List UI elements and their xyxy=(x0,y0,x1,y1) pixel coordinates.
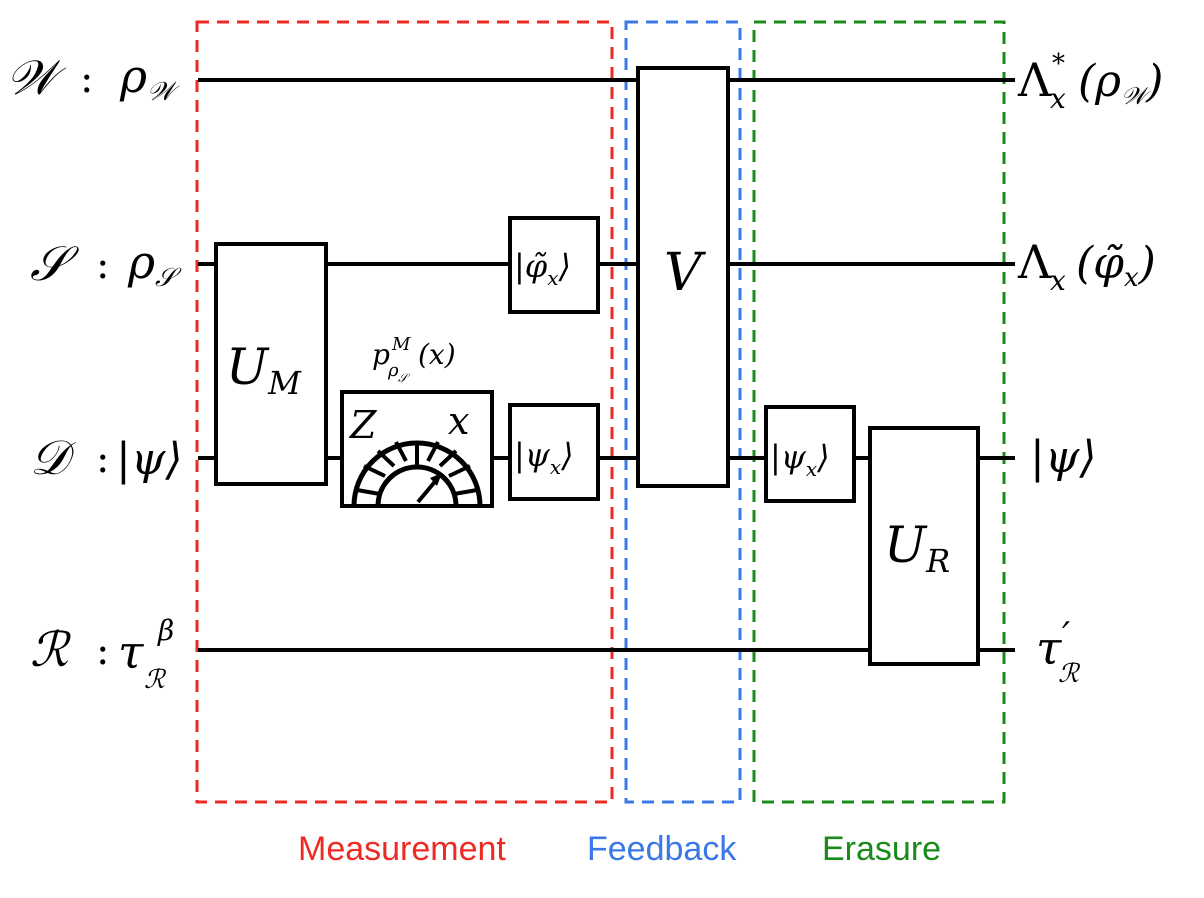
svg-text:(x): (x) xyxy=(418,338,456,371)
probability-label: p M ρ 𝒮 (x) xyxy=(372,334,456,385)
svg-text:M: M xyxy=(391,334,411,355)
svg-text:V: V xyxy=(664,243,706,303)
output-label-d: |ψ⟩ xyxy=(1030,432,1097,483)
svg-text:𝒲: 𝒲 xyxy=(6,50,67,106)
erasure-region xyxy=(752,20,1006,804)
svg-text:ℛ: ℛ xyxy=(1058,659,1081,689)
svg-text:𝒮: 𝒮 xyxy=(30,236,80,292)
phi-x-state-box: |φ̃x⟩ xyxy=(508,216,600,314)
feedback-region xyxy=(624,20,742,804)
svg-text::: : xyxy=(96,436,109,482)
psi-x-state-box-measurement: |ψx⟩ xyxy=(508,403,600,501)
svg-text:ℛ: ℛ xyxy=(144,665,167,695)
svg-text:τ: τ xyxy=(1036,621,1063,675)
input-label-d: 𝒟 : |ψ⟩ xyxy=(30,430,183,486)
svg-text:x: x xyxy=(1050,82,1066,115)
svg-text:𝒮: 𝒮 xyxy=(398,371,411,385)
feedback-label: Feedback xyxy=(587,830,737,868)
svg-text:ρ𝒲: ρ𝒲 xyxy=(119,49,180,107)
measurement-region xyxy=(195,20,614,804)
svg-text:p: p xyxy=(372,338,390,371)
svg-text::: : xyxy=(96,242,109,288)
measurement-meter: Z x xyxy=(340,390,494,508)
meter-scale-ticks xyxy=(356,441,478,496)
svg-text:UR: UR xyxy=(884,516,950,580)
measurement-label: Measurement xyxy=(298,830,506,868)
output-label-s: Λ x (φ̃x) xyxy=(1017,235,1156,297)
svg-text:|ψx⟩: |ψx⟩ xyxy=(770,438,830,481)
svg-text:UM: UM xyxy=(226,338,302,402)
svg-text:ρ: ρ xyxy=(387,360,399,381)
psi-x-state-box-erasure: |ψx⟩ xyxy=(764,405,856,503)
feedback-v-gate: V xyxy=(636,66,730,488)
svg-text::: : xyxy=(96,628,109,674)
svg-text:ℛ: ℛ xyxy=(30,622,72,678)
input-label-s: 𝒮 : ρ𝒮 xyxy=(30,235,182,293)
svg-text:|ψ⟩: |ψ⟩ xyxy=(1030,432,1097,483)
svg-text:|ψ⟩: |ψ⟩ xyxy=(116,434,183,485)
svg-text:β: β xyxy=(157,614,174,647)
svg-text:|ψx⟩: |ψx⟩ xyxy=(514,436,574,479)
output-label-r: τ ′ ℛ xyxy=(1036,616,1081,689)
input-label-r: ℛ : τ β ℛ xyxy=(30,614,174,695)
output-label-w: Λ * x (ρ𝒲) xyxy=(1017,49,1163,115)
svg-text:x: x xyxy=(448,399,469,443)
erasure-label: Erasure xyxy=(822,830,941,868)
svg-text:′: ′ xyxy=(1062,616,1070,657)
svg-text:(ρ𝒲): (ρ𝒲) xyxy=(1078,56,1163,110)
svg-text:|φ̃x⟩: |φ̃x⟩ xyxy=(514,247,571,290)
svg-text::: : xyxy=(80,56,93,102)
svg-text:Z: Z xyxy=(349,403,377,447)
unitary-m-gate: UM xyxy=(214,242,328,486)
svg-text:ρ𝒮: ρ𝒮 xyxy=(127,235,182,293)
unitary-r-gate: UR xyxy=(868,426,980,666)
svg-text:𝒟: 𝒟 xyxy=(30,430,77,486)
svg-text:(φ̃x): (φ̃x) xyxy=(1076,238,1156,293)
svg-text:Λ: Λ xyxy=(1017,235,1052,289)
svg-text:Λ: Λ xyxy=(1017,53,1052,107)
svg-text:*: * xyxy=(1052,49,1065,79)
input-label-w: 𝒲 : ρ𝒲 xyxy=(6,49,180,107)
svg-text:x: x xyxy=(1050,264,1066,297)
svg-text:τ: τ xyxy=(118,625,145,679)
